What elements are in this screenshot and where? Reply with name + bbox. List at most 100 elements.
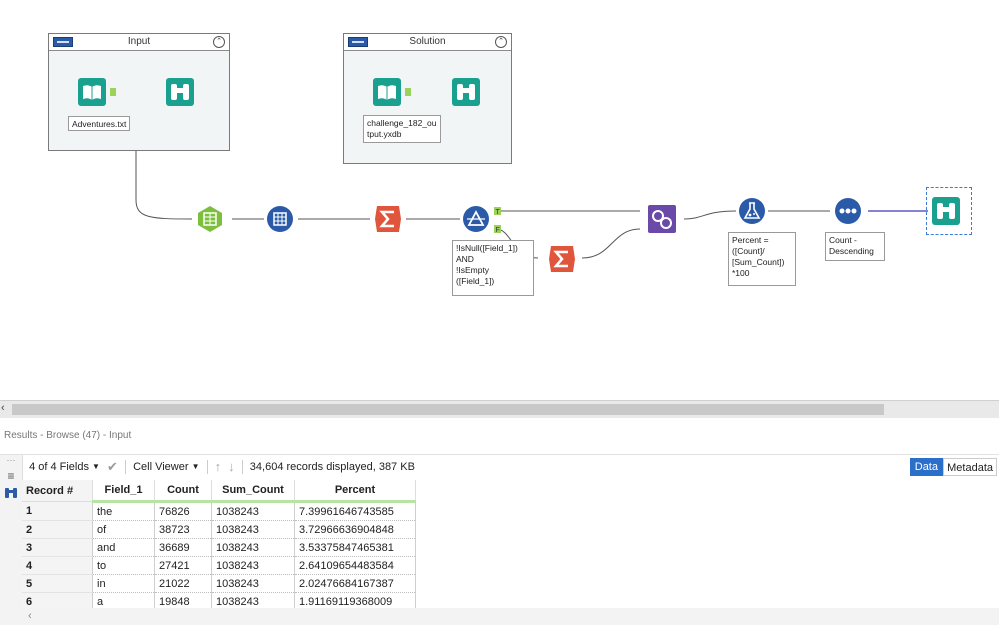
records-info: 34,604 records displayed, 387 KB — [249, 461, 415, 474]
cell-percent[interactable]: 2.64109654483584 — [294, 556, 416, 575]
binoculars-icon — [932, 197, 960, 225]
list-icon[interactable]: ≡ — [7, 469, 15, 483]
table-row[interactable]: 2 of 38723 1038243 3.72966636904848 — [22, 520, 416, 539]
metadata-view-button[interactable]: Metadata — [943, 458, 997, 476]
sort-annotation: Count - Descending — [825, 232, 885, 261]
column-header-field1[interactable]: Field_1 — [92, 480, 155, 503]
svg-text:F: F — [496, 227, 500, 233]
cell-viewer-label: Cell Viewer — [133, 461, 189, 474]
cell-count[interactable]: 36689 — [154, 538, 212, 557]
summarize-tool[interactable] — [374, 205, 402, 233]
cell-sum-count[interactable]: 1038243 — [211, 538, 295, 557]
browse-tool-solution[interactable] — [452, 78, 480, 106]
container-icon — [53, 37, 73, 47]
cell-field1[interactable]: and — [92, 538, 155, 557]
cell-sum-count[interactable]: 1038243 — [211, 520, 295, 539]
fields-selector-label: 4 of 4 Fields — [29, 461, 89, 474]
container-solution[interactable]: Solution ⌃ — [343, 33, 512, 164]
cell-sum-count[interactable]: 1038243 — [211, 501, 295, 521]
cell-sum-count[interactable]: 1038243 — [211, 556, 295, 575]
cell-count[interactable]: 21022 — [154, 574, 212, 593]
grid-horizontal-scrollbar[interactable]: ‹ — [22, 608, 999, 625]
collapse-icon[interactable]: ⌃ — [495, 36, 507, 48]
filter-expression-annotation: !IsNull([Field_1]) AND !IsEmpty ([Field_… — [452, 240, 534, 296]
cell-field1[interactable]: in — [92, 574, 155, 593]
workflow-canvas[interactable]: Input ⌃ Solution ⌃ Adventures.txt — [0, 0, 999, 400]
more-icon[interactable]: ··· — [6, 455, 16, 465]
cell-count[interactable]: 38723 — [154, 520, 212, 539]
cell-percent[interactable]: 3.72966636904848 — [294, 520, 416, 539]
input-data-tool[interactable] — [78, 78, 116, 106]
scrollbar-thumb[interactable] — [12, 404, 884, 415]
sigma-icon — [375, 206, 401, 232]
record-number: 1 — [22, 501, 93, 521]
false-anchor[interactable]: F — [494, 225, 501, 233]
filter-tool[interactable]: T F — [462, 205, 501, 233]
parse-icon — [267, 206, 293, 232]
record-number: 5 — [22, 574, 93, 593]
cell-count[interactable]: 27421 — [154, 556, 212, 575]
cell-percent[interactable]: 2.02476684167387 — [294, 574, 416, 593]
cell-field1[interactable]: the — [92, 501, 155, 521]
dropdown-icon: ▼ — [92, 462, 100, 472]
fields-selector[interactable]: 4 of 4 Fields ▼ — [29, 455, 100, 479]
toolbar-separator — [206, 460, 208, 475]
column-header-percent[interactable]: Percent — [294, 480, 416, 503]
record-number: 3 — [22, 538, 93, 557]
selection-frame — [926, 187, 972, 235]
join-icon — [648, 205, 676, 233]
cell-percent[interactable]: 7.39961646743585 — [294, 501, 416, 521]
container-title: Input — [127, 36, 151, 47]
summarize-tool-2[interactable] — [548, 245, 576, 273]
table-row[interactable]: 1 the 76826 1038243 7.39961646743585 — [22, 501, 416, 521]
browse-tool-selected[interactable] — [926, 187, 972, 235]
binoculars-icon — [452, 78, 480, 106]
formula-tool[interactable] — [738, 197, 766, 225]
sort-tool[interactable] — [834, 197, 862, 225]
text-to-columns-icon — [198, 206, 222, 232]
solution-file-annotation: challenge_182_ou tput.yxdb — [363, 115, 441, 143]
sort-up-icon[interactable]: ↑ — [214, 459, 222, 475]
table-row[interactable]: 4 to 27421 1038243 2.64109654483584 — [22, 556, 416, 575]
column-header-count[interactable]: Count — [154, 480, 212, 503]
input-data-tool-solution[interactable] — [373, 78, 411, 106]
column-header-sum-count[interactable]: Sum_Count — [211, 480, 295, 503]
browse-tool-input[interactable] — [166, 78, 194, 106]
data-view-button[interactable]: Data — [909, 458, 943, 476]
output-anchor[interactable] — [110, 88, 116, 96]
container-input[interactable]: Input ⌃ — [48, 33, 230, 151]
results-title: Results - Browse (47) - Input — [0, 418, 999, 455]
binoculars-icon[interactable] — [4, 487, 18, 501]
sort-down-icon[interactable]: ↓ — [228, 459, 235, 475]
scroll-left-icon[interactable]: ‹ — [1, 402, 5, 414]
binoculars-icon — [166, 78, 194, 106]
table-row[interactable]: 3 and 36689 1038243 3.53375847465381 — [22, 538, 416, 557]
true-anchor[interactable]: T — [494, 207, 501, 215]
cell-sum-count[interactable]: 1038243 — [211, 574, 295, 593]
cell-field1[interactable]: of — [92, 520, 155, 539]
column-header-record[interactable]: Record # — [22, 480, 93, 502]
scroll-left-icon[interactable]: ‹ — [28, 610, 32, 622]
text-to-columns-tool[interactable] — [196, 205, 224, 233]
results-grid[interactable]: Record # Field_1 Count Sum_Count Percent… — [22, 480, 416, 611]
canvas-horizontal-scrollbar[interactable]: ‹ — [0, 400, 999, 418]
book-icon — [78, 78, 106, 106]
cell-percent[interactable]: 3.53375847465381 — [294, 538, 416, 557]
table-row[interactable]: 5 in 21022 1038243 2.02476684167387 — [22, 574, 416, 593]
container-title-bar[interactable]: Input ⌃ — [49, 34, 229, 51]
parse-tool[interactable] — [266, 205, 294, 233]
sort-icon — [835, 198, 861, 224]
cell-field1[interactable]: to — [92, 556, 155, 575]
output-anchor[interactable] — [405, 88, 411, 96]
dropdown-icon: ▼ — [191, 462, 200, 472]
cell-sum-count[interactable]: 1038243 — [211, 592, 295, 611]
join-tool[interactable] — [648, 205, 676, 233]
collapse-icon[interactable]: ⌃ — [213, 36, 225, 48]
results-side-toolbar: ··· ≡ — [0, 455, 23, 625]
svg-text:T: T — [496, 209, 501, 215]
cell-viewer-selector[interactable]: Cell Viewer ▼ — [133, 455, 199, 479]
check-icon[interactable]: ✔ — [107, 459, 118, 475]
cell-count[interactable]: 76826 — [154, 501, 212, 521]
container-title-bar[interactable]: Solution ⌃ — [344, 34, 511, 51]
connection-sum2-join — [581, 228, 641, 259]
